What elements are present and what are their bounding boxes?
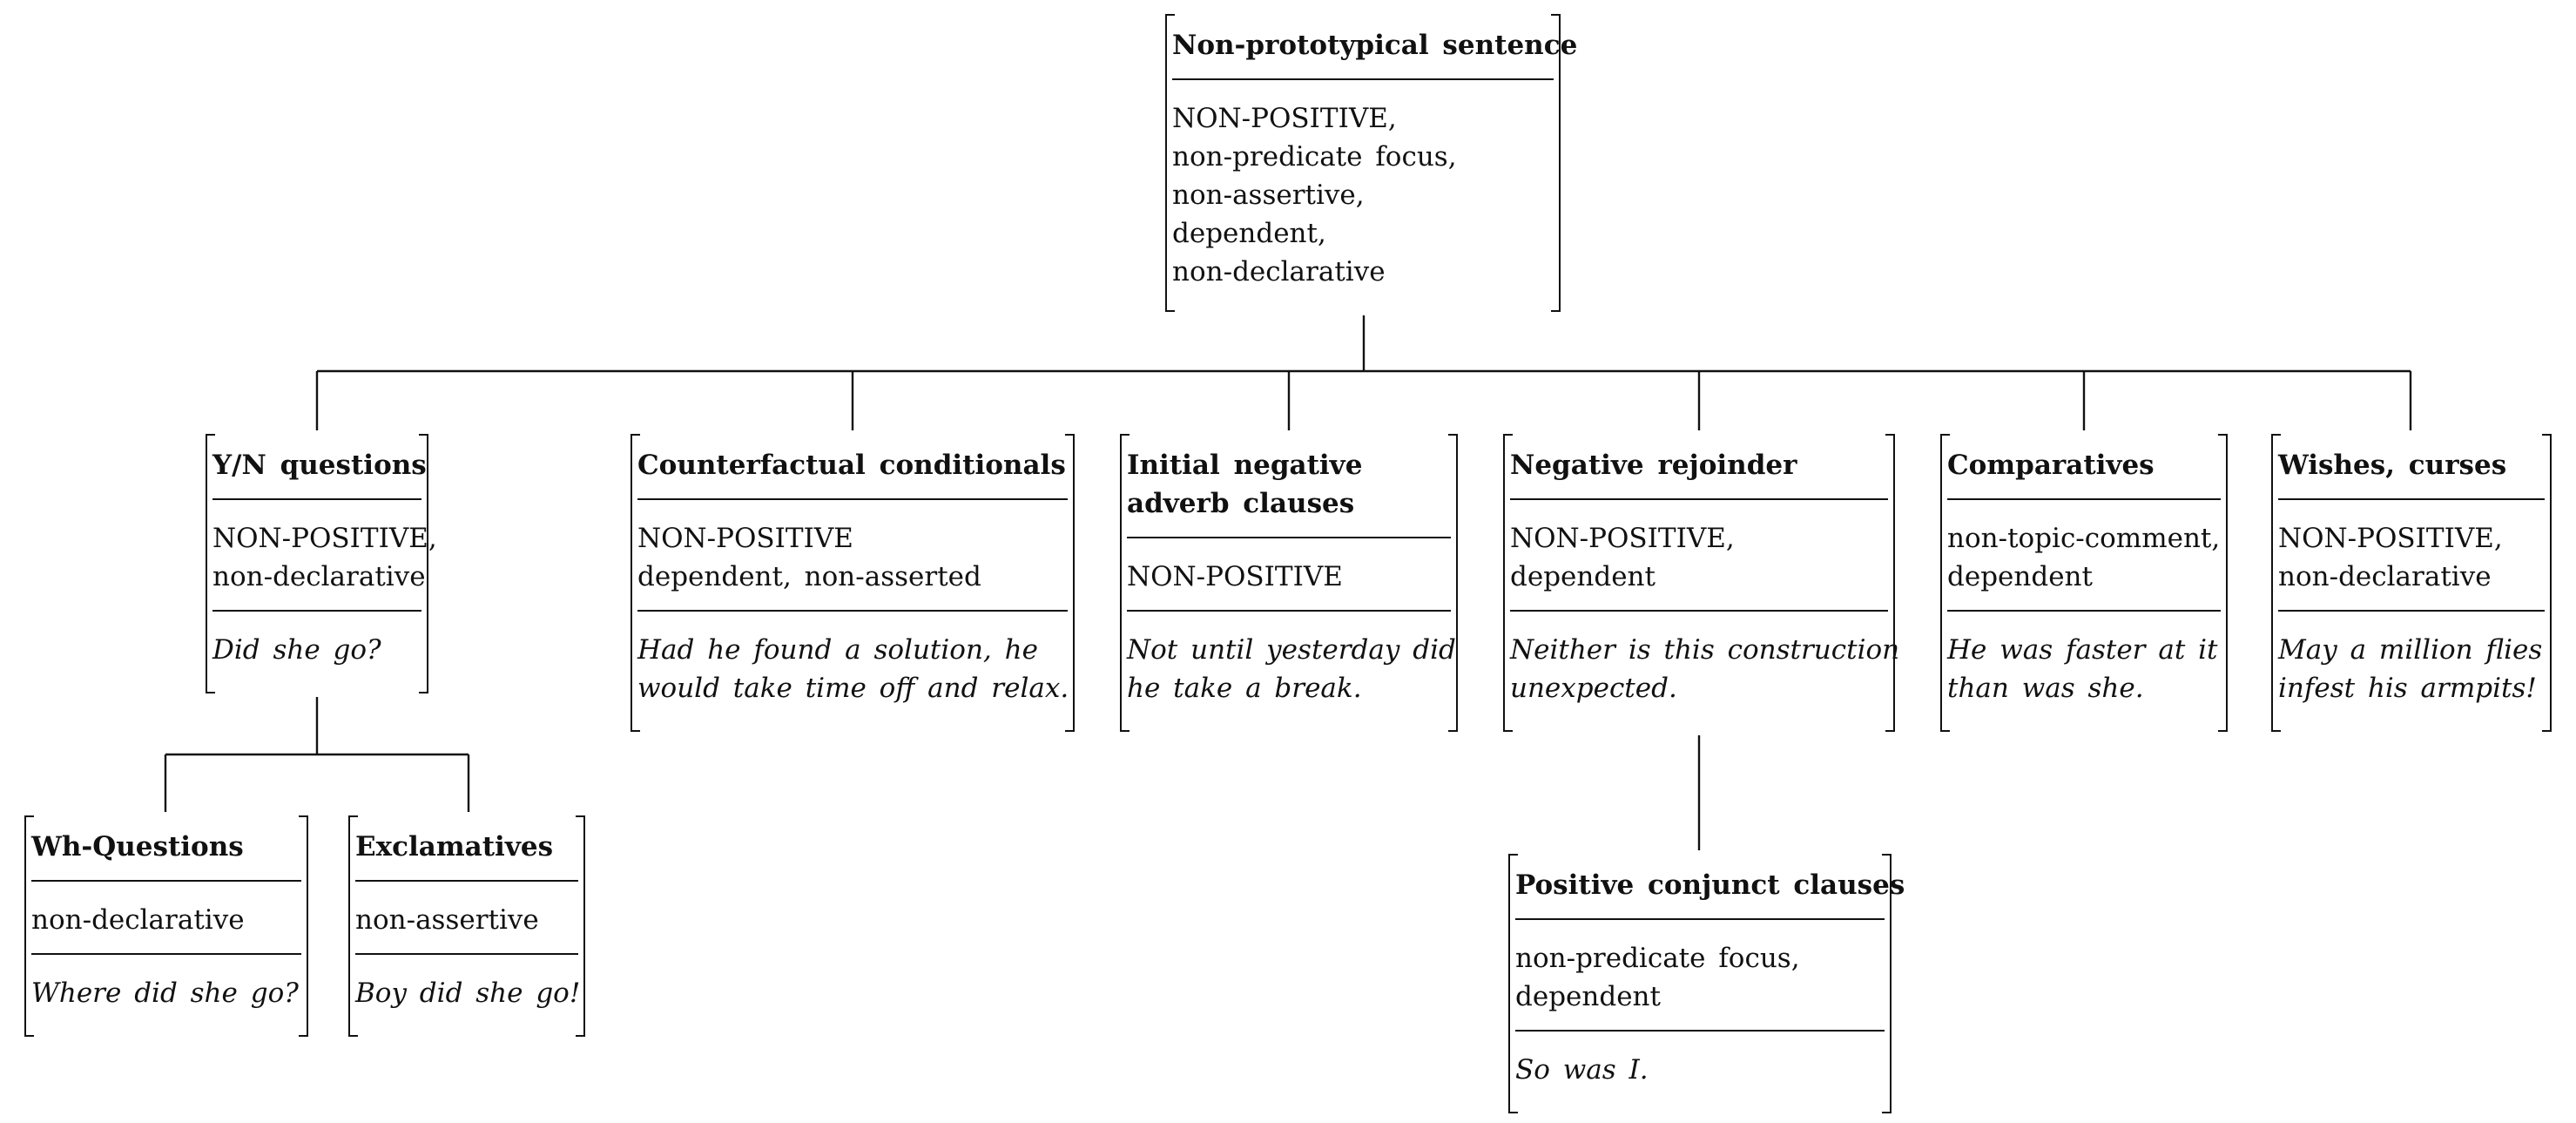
separator xyxy=(1947,498,2221,500)
node-features: NON-POSITIVE xyxy=(1127,561,1343,592)
separator xyxy=(1510,498,1888,500)
node-exclamatives: Exclamatives non-assertive Boy did she g… xyxy=(348,815,585,1037)
separator xyxy=(31,880,301,882)
separator xyxy=(1127,537,1451,538)
node-features: NON-POSITIVE, non-declarative xyxy=(2278,523,2503,592)
separator xyxy=(1127,610,1451,612)
node-title: Wishes, curses xyxy=(2278,450,2507,481)
node-title: Negative rejoinder xyxy=(1510,450,1797,481)
node-features: NON-POSITIVE, non-predicate focus, non-a… xyxy=(1172,103,1457,288)
node-title: Y/N questions xyxy=(212,450,427,481)
node-title: Exclamatives xyxy=(355,831,554,863)
node-example: Did she go? xyxy=(212,634,381,666)
node-example: Neither is this construction unexpected. xyxy=(1510,634,1900,704)
node-title: Non-prototypical sentence xyxy=(1172,30,1578,61)
node-features: non-topic-comment, dependent xyxy=(1947,523,2221,592)
separator xyxy=(637,610,1068,612)
node-counterfactual-conditionals: Counterfactual conditionals NON-POSITIVE… xyxy=(631,434,1075,732)
separator xyxy=(212,610,421,612)
separator xyxy=(1515,918,1885,920)
node-example: May a million flies infest his armpits! xyxy=(2278,634,2543,704)
node-example: He was faster at it than was she. xyxy=(1947,634,2218,704)
node-example: Where did she go? xyxy=(31,978,299,1009)
node-yn-questions: Y/N questions NON-POSITIVE, non-declarat… xyxy=(206,434,437,693)
node-title: Initial negative adverb clauses xyxy=(1127,450,1363,519)
node-features: non-predicate focus, dependent xyxy=(1515,943,1800,1012)
separator xyxy=(1172,78,1554,80)
node-positive-conjunct-clauses: Positive conjunct clauses non-predicate … xyxy=(1508,854,1905,1113)
separator xyxy=(212,498,421,500)
node-features: NON-POSITIVE, dependent xyxy=(1510,523,1735,592)
node-example: Not until yesterday did he take a break. xyxy=(1127,634,1456,704)
node-wh-questions: Wh-Questions non-declarative Where did s… xyxy=(24,815,308,1037)
node-comparatives: Comparatives non-topic-comment, dependen… xyxy=(1940,434,2228,732)
separator xyxy=(1947,610,2221,612)
node-title: Comparatives xyxy=(1947,450,2155,481)
node-features: NON-POSITIVE dependent, non-asserted xyxy=(637,523,981,592)
separator xyxy=(2278,498,2545,500)
node-initial-negative-adverb-clauses: Initial negative adverb clauses NON-POSI… xyxy=(1120,434,1458,732)
separator xyxy=(637,498,1068,500)
node-features: NON-POSITIVE, non-declarative xyxy=(212,523,437,592)
node-features: non-declarative xyxy=(31,904,245,936)
node-features: non-assertive xyxy=(355,904,539,936)
node-example: Had he found a solution, he would take t… xyxy=(637,634,1069,704)
node-example: Boy did she go! xyxy=(355,978,581,1009)
node-title: Wh-Questions xyxy=(31,831,244,863)
node-title: Positive conjunct clauses xyxy=(1515,869,1905,901)
separator xyxy=(2278,610,2545,612)
node-negative-rejoinder: Negative rejoinder NON-POSITIVE, depende… xyxy=(1503,434,1900,732)
node-non-prototypical-sentence: Non-prototypical sentence NON-POSITIVE, … xyxy=(1165,14,1578,312)
separator xyxy=(1515,1030,1885,1032)
separator xyxy=(355,880,578,882)
node-wishes-curses: Wishes, curses NON-POSITIVE, non-declara… xyxy=(2271,434,2552,732)
separator xyxy=(355,953,578,955)
node-title: Counterfactual conditionals xyxy=(637,450,1066,481)
separator xyxy=(1510,610,1888,612)
separator xyxy=(31,953,301,955)
node-example: So was I. xyxy=(1515,1054,1649,1086)
